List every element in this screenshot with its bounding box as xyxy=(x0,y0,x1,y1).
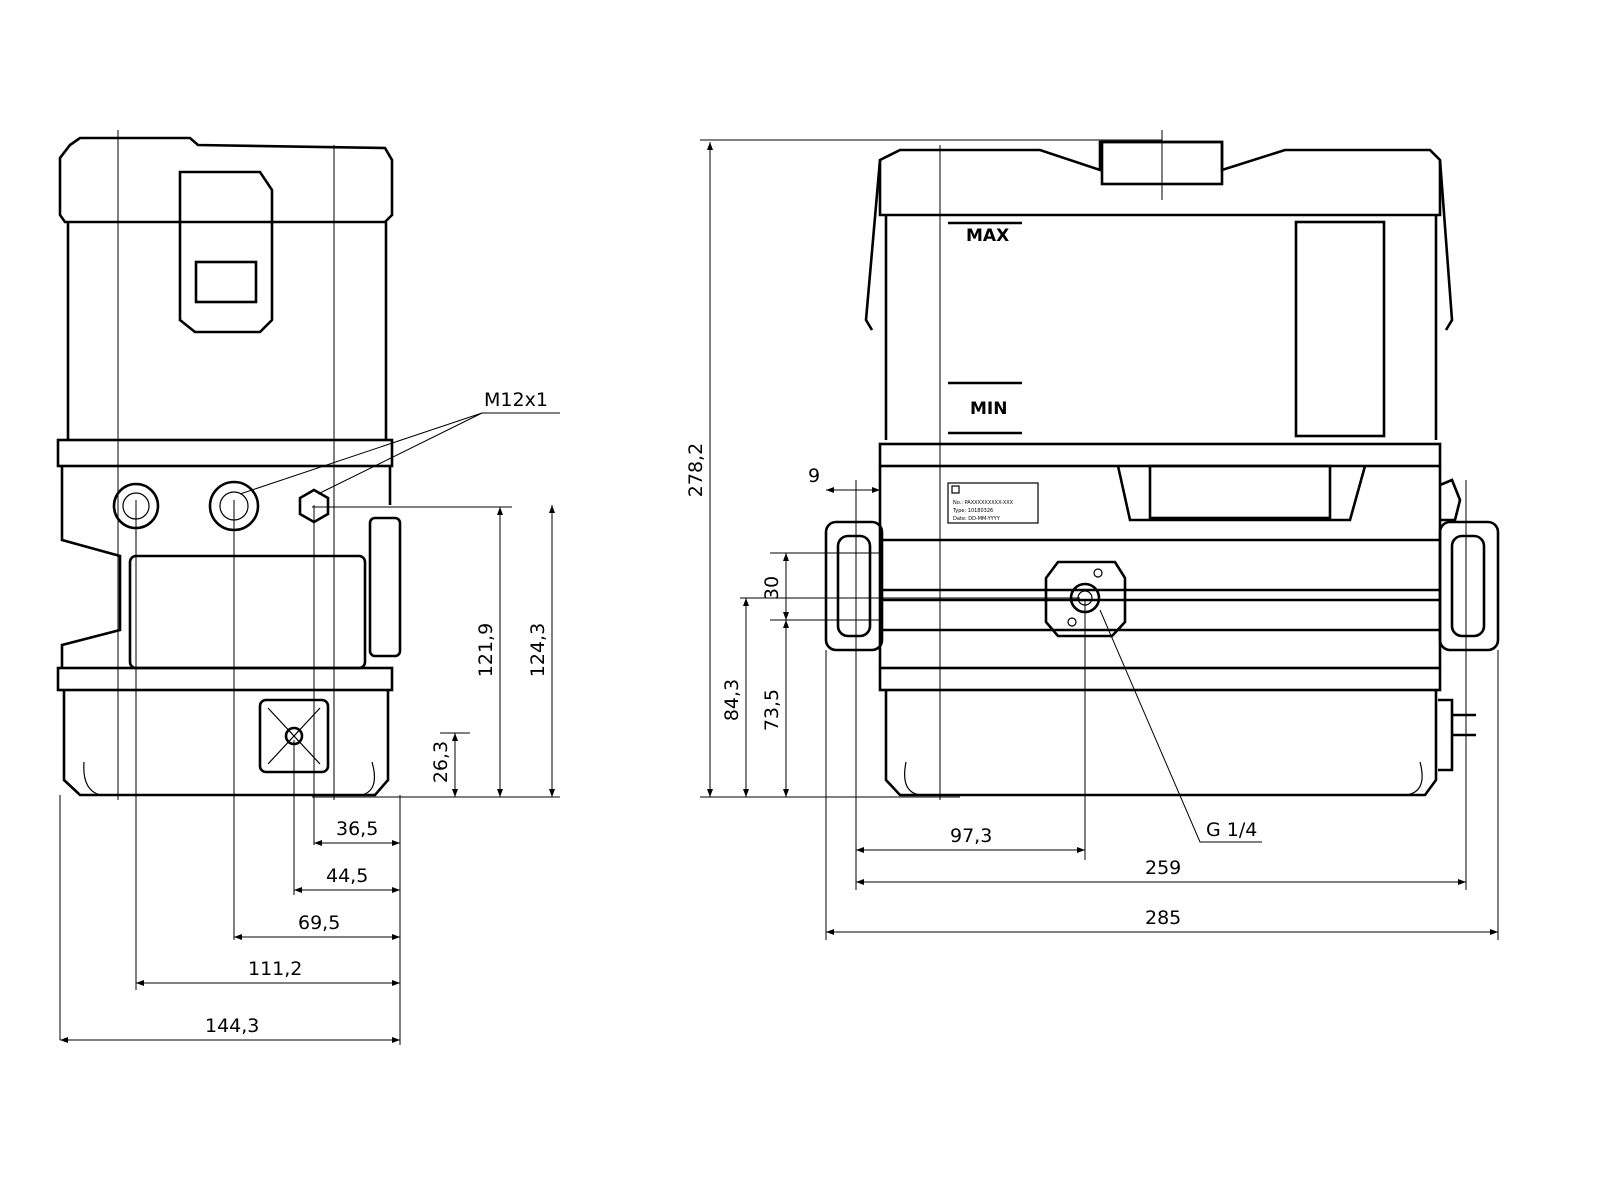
dimension-lines: 36,5 44,5 69,5 111,2 144,3 9 97,3 259 285 121,9 12… xyxy=(59,139,1498,1045)
dimension-label: 97,3 xyxy=(950,825,992,847)
svg-text:No.: PAXXXXXXXXX-XXX: No.: PAXXXXXXXXX-XXX xyxy=(953,500,1014,506)
thread-label: M12x1 xyxy=(484,389,548,411)
min-label: MIN xyxy=(970,399,1007,419)
dimension-label: 30 xyxy=(761,576,783,600)
dimension-label: 84,3 xyxy=(721,679,743,721)
side-view xyxy=(56,130,402,990)
dimension-label: 144,3 xyxy=(205,1015,259,1037)
dimension-label: 9 xyxy=(808,465,820,487)
nameplate: No.: PAXXXXXXXXX-XXX Type: 10180326 Date… xyxy=(947,482,1039,524)
dimension-label: 259 xyxy=(1145,857,1181,879)
dimension-label: 69,5 xyxy=(298,912,340,934)
dimension-label: 36,5 xyxy=(336,818,378,840)
thread-leader xyxy=(239,412,560,495)
dimension-label: 124,3 xyxy=(527,623,549,677)
dimension-arrow xyxy=(452,733,458,797)
max-label: MAX xyxy=(966,226,1009,246)
dimension-label: 278,2 xyxy=(685,443,707,497)
dimension-label: 44,5 xyxy=(326,865,368,887)
svg-text:Type: 10180326: Type: 10180326 xyxy=(952,508,993,514)
dimension-label: 121,9 xyxy=(475,623,497,677)
dimension-label: 285 xyxy=(1145,907,1181,929)
svg-text:Date: DD-MM-YYYY: Date: DD-MM-YYYY xyxy=(953,516,1001,522)
dimension-label: 111,2 xyxy=(248,958,302,980)
dimension-label: 73,5 xyxy=(761,689,783,731)
port-leader xyxy=(1099,609,1262,843)
dimension-arrow xyxy=(783,553,789,620)
front-view: MAX MIN No.: PAXXXXXXXXX-XXX Type: 10180… xyxy=(824,130,1500,940)
dimension-label: 26,3 xyxy=(430,741,452,783)
port-label: G 1/4 xyxy=(1206,819,1257,841)
